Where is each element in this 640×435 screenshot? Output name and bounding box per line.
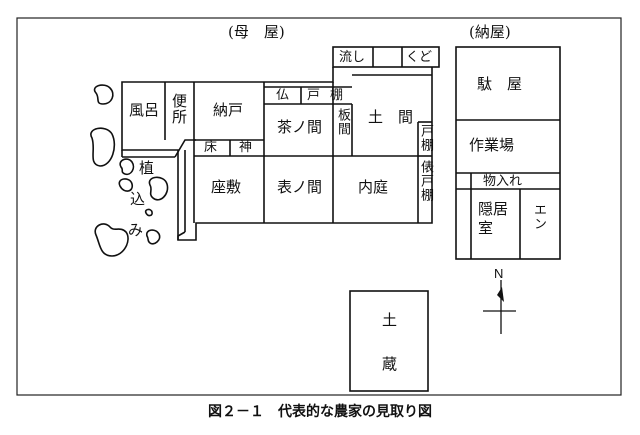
- storehouse-outline: [349, 290, 429, 392]
- kitchen-strip: [332, 46, 440, 68]
- room-front-room: 表ノ間: [277, 178, 323, 196]
- garden-stone: [90, 127, 116, 167]
- figure-caption: 図２－１ 代表的な農家の見取り図: [208, 404, 432, 420]
- compass-north-label: N: [494, 266, 504, 281]
- garden-stone: [93, 84, 114, 105]
- room-shelf: 棚: [330, 88, 344, 103]
- room-retire-room: 隠居室: [478, 200, 509, 237]
- garden-label-3: み: [128, 221, 144, 239]
- room-stove: くど: [406, 50, 433, 65]
- garden-stone: [119, 158, 135, 176]
- room-tea-room: 茶ノ間: [277, 118, 323, 136]
- room-butsudan: 仏: [276, 88, 290, 103]
- room-door: 戸: [307, 88, 321, 103]
- room-workshop: 作業場: [469, 136, 515, 154]
- storehouse-label-top: 土: [382, 311, 398, 329]
- room-toilet: 便所: [170, 93, 188, 125]
- main-house-heading: (母 屋): [228, 23, 285, 41]
- room-bath: 風呂: [129, 101, 160, 119]
- room-door-shelf-1: 戸棚: [418, 124, 433, 152]
- room-alcove: 床: [204, 140, 218, 155]
- room-shelf-room: 板間: [335, 108, 350, 136]
- storehouse-label-bottom: 蔵: [382, 355, 398, 373]
- room-door-shelf-2: 俵戸棚: [418, 160, 433, 202]
- garden-stone: [94, 223, 129, 257]
- barn-heading: (納屋): [469, 23, 511, 41]
- garden-stone: [148, 176, 169, 201]
- room-shed: 物入れ: [483, 174, 523, 189]
- room-engawa: エン: [531, 203, 546, 231]
- room-kitchen-sink: 流し: [339, 50, 366, 65]
- main-house-outline: [121, 67, 433, 241]
- room-parlor: 座敷: [211, 178, 242, 196]
- room-earth-floor: 土 間: [368, 108, 414, 126]
- garden-stone: [144, 208, 153, 217]
- room-storeroom: 納戸: [213, 101, 244, 119]
- room-stable: 駄 屋: [477, 75, 523, 93]
- room-kamidana: 神: [239, 140, 253, 155]
- room-inner-court: 内庭: [358, 178, 389, 196]
- garden-stone: [118, 178, 134, 192]
- barn-outline: [455, 46, 561, 260]
- garden-label-1: 植: [139, 159, 155, 177]
- diagram-frame: [16, 17, 622, 396]
- garden-stone: [146, 229, 161, 245]
- garden-label-2: 込: [130, 190, 146, 208]
